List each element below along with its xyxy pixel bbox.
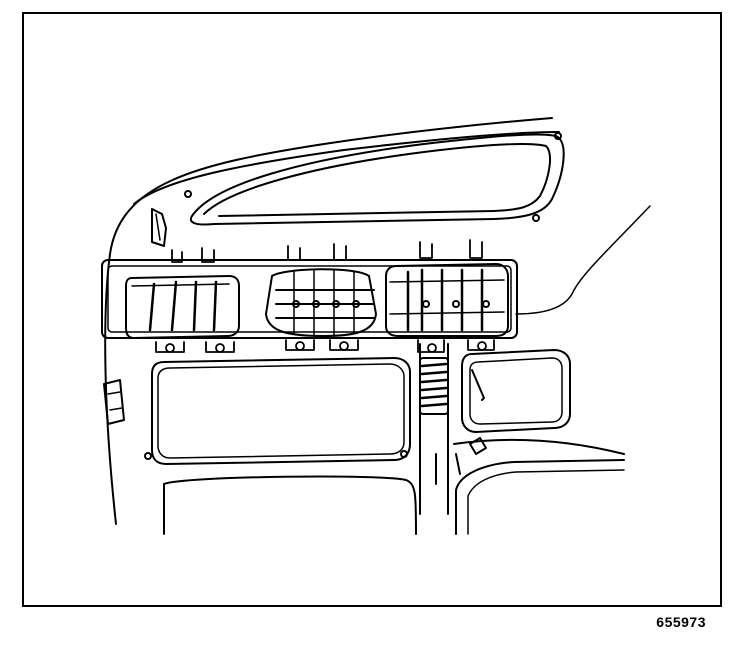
center-air-vent xyxy=(265,268,377,337)
illustration-frame xyxy=(22,12,722,607)
grille-screw-left xyxy=(184,190,192,198)
figure-number: 655973 xyxy=(656,614,706,630)
center-column xyxy=(419,343,449,515)
dash-top-inner-outline xyxy=(133,131,560,205)
instrument-panel-illustration xyxy=(101,117,651,535)
wire-lead xyxy=(471,369,485,401)
grille-screw-right xyxy=(532,214,540,222)
cluster-opening xyxy=(151,357,411,465)
left-air-vent xyxy=(125,275,240,339)
vent-clips-top xyxy=(171,239,483,263)
vent-housing xyxy=(101,259,518,339)
grille-screw-top xyxy=(554,132,562,140)
lower-left-panel xyxy=(163,475,417,535)
left-clip xyxy=(103,379,125,425)
dash-top-outline xyxy=(104,117,553,525)
defroster-grille-inner xyxy=(203,143,551,217)
left-side-bracket xyxy=(151,208,167,247)
leader-line xyxy=(515,205,651,315)
right-opening xyxy=(461,349,571,433)
right-air-vent xyxy=(385,263,509,337)
lower-right-panel xyxy=(455,459,625,535)
small-bracket-right xyxy=(469,437,487,455)
defroster-grille xyxy=(189,133,565,226)
coil-spring xyxy=(420,362,448,408)
vent-clips-bottom xyxy=(155,339,495,353)
dash-lower-curve xyxy=(453,438,625,455)
